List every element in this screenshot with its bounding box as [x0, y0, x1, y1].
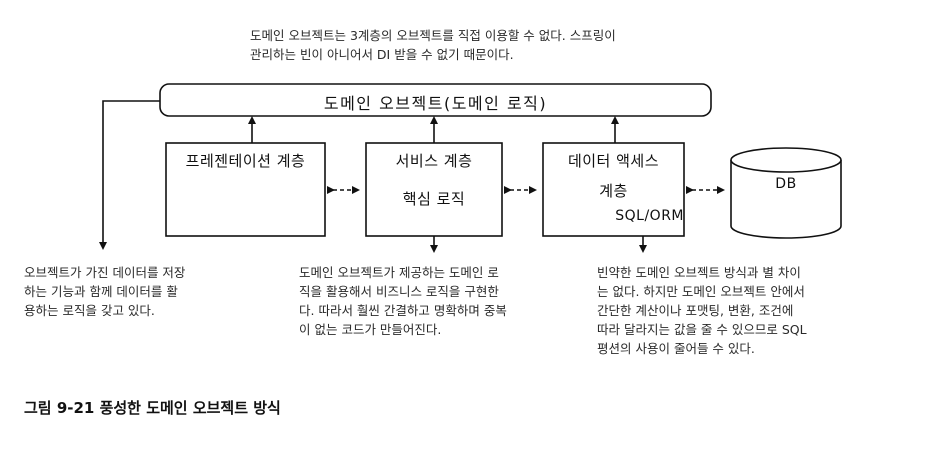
db-label: DB — [775, 176, 797, 192]
figure-caption: 그림 9-21 풍성한 도메인 오브젝트 방식 — [24, 399, 281, 417]
db-cylinder — [730, 147, 842, 239]
data-access-layer-title: 데이터 액세스 — [567, 152, 660, 170]
presentation-layer-box — [165, 142, 326, 237]
presentation-layer-label: 프레젠테이션 계층 — [185, 152, 306, 170]
service-layer-title: 서비스 계층 — [395, 152, 473, 170]
data-access-layer-box — [542, 142, 685, 237]
data-access-layer-line2: 계층 — [599, 182, 628, 200]
data-access-sql-orm: SQL/ORM — [615, 208, 684, 224]
service-core-logic: 핵심 로직 — [402, 190, 466, 208]
note-domain-object: 오브젝트가 가진 데이터를 저장 하는 기능과 함께 데이터를 활 용하는 로직… — [24, 265, 186, 318]
domain-object-label: 도메인 오브젝트(도메인 로직) — [323, 94, 548, 113]
note-service-layer: 도메인 오브젝트가 제공하는 도메인 로 직을 활용해서 비즈니스 로직을 구현… — [299, 265, 507, 337]
top-note: 도메인 오브젝트는 3계층의 오브젝트를 직접 이용할 수 없다. 스프링이 관… — [250, 28, 616, 62]
note-data-access-layer: 빈약한 도메인 오브젝트 방식과 별 차이 는 없다. 하지만 도메인 오브젝트… — [597, 265, 807, 356]
connector-domain-to-left-note — [99, 100, 160, 250]
